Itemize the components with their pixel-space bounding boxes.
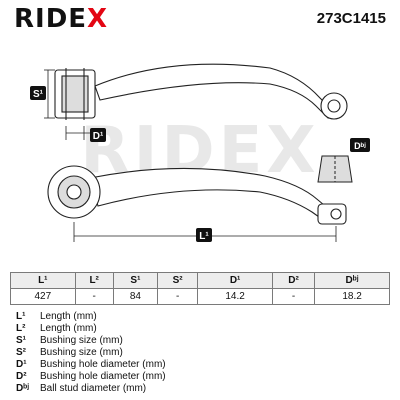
l1-badge — [196, 228, 212, 242]
brand-logo: RIDEX — [14, 4, 108, 34]
header-cell: L² — [74, 272, 114, 289]
s1-label: S¹ — [33, 89, 44, 100]
dimension-d1 — [65, 126, 90, 140]
header-cell: D¹ — [197, 272, 273, 289]
ball-stud — [317, 155, 353, 183]
legend-item: L² Length (mm) — [16, 323, 166, 335]
value-cell: 18.2 — [314, 288, 390, 305]
technical-drawing: RIDEX S¹ D¹ Dᵇʲ — [30, 63, 370, 242]
arm-top-view — [54, 63, 348, 120]
header-cell: D² — [271, 272, 316, 289]
legend-item: L¹ Length (mm) — [16, 311, 166, 323]
legend-text: Ball stud diameter (mm) — [40, 383, 147, 394]
header-cell: Dᵇʲ — [314, 272, 390, 289]
legend-text: Bushing hole diameter (mm) — [40, 359, 166, 370]
legend-symbol: D² — [16, 371, 27, 382]
legend-symbol: Dᵇʲ — [16, 383, 30, 394]
spec-table-values: 427 - 84 - 14.2 - 18.2 — [10, 288, 390, 305]
s1-badge — [30, 86, 46, 100]
legend-text: Bushing hole diameter (mm) — [40, 371, 166, 382]
l1-label: L¹ — [199, 231, 209, 242]
spec-table: L¹ L² S¹ S² D¹ D² Dᵇʲ 427 - 84 - 14.2 - … — [10, 272, 390, 305]
legend-symbol: L¹ — [16, 311, 26, 322]
legend-item: Dᵇʲ Ball stud diameter (mm) — [16, 383, 166, 395]
dbj-badge — [350, 138, 370, 152]
legend-text: Bushing size (mm) — [40, 335, 123, 346]
legend-text: Length (mm) — [40, 323, 97, 334]
brand-logo-x: X — [87, 4, 109, 34]
value-cell: 84 — [112, 288, 159, 305]
legend-text: Bushing size (mm) — [40, 347, 123, 358]
legend-symbol: D¹ — [16, 359, 27, 370]
header-cell: L¹ — [10, 272, 76, 289]
d1-label: D¹ — [93, 131, 104, 142]
dimension-s1 — [44, 69, 55, 119]
legend-symbol: S² — [16, 347, 26, 358]
d1-badge — [90, 128, 106, 142]
legend-item: D² Bushing hole diameter (mm) — [16, 371, 166, 383]
part-number: 273C1415 — [316, 10, 386, 27]
arm-side-view — [47, 165, 347, 225]
dbj-label: Dᵇʲ — [354, 141, 366, 151]
legend-item: S² Bushing size (mm) — [16, 347, 166, 359]
value-cell: - — [74, 288, 114, 305]
legend-symbol: L² — [16, 323, 26, 334]
value-cell: 14.2 — [197, 288, 273, 305]
brand-logo-text: RIDE — [14, 4, 88, 34]
value-cell: - — [271, 288, 316, 305]
legend-symbol: S¹ — [16, 335, 26, 346]
legend-item: S¹ Bushing size (mm) — [16, 335, 166, 347]
legend-text: Length (mm) — [40, 311, 97, 322]
header-cell: S² — [157, 272, 199, 289]
legend: L¹ Length (mm) L² Length (mm) S¹ Bushing si… — [16, 311, 166, 395]
value-cell: - — [157, 288, 199, 305]
spec-table-header: L¹ L² S¹ S² D¹ D² Dᵇʲ — [10, 272, 390, 289]
value-cell: 427 — [10, 288, 76, 305]
legend-item: D¹ Bushing hole diameter (mm) — [16, 359, 166, 371]
header-cell: S¹ — [112, 272, 159, 289]
